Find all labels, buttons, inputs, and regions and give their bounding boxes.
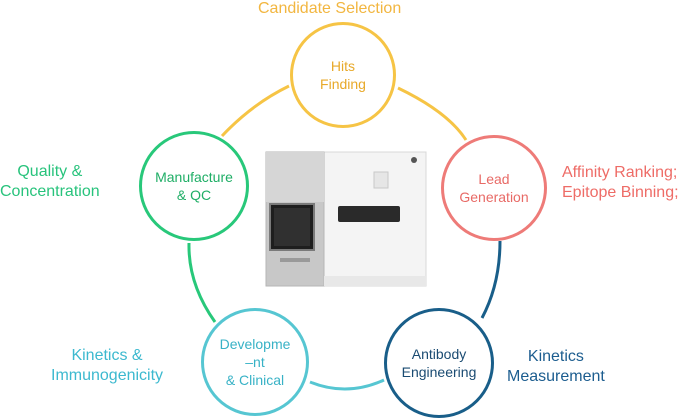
node-hits-finding: Hits Finding	[290, 22, 396, 128]
connector-manufacture-hits	[220, 84, 290, 138]
node-antibody-engineering-label: Antibody Engineering	[401, 345, 477, 380]
label-quality-concentration: Quality & Concentration	[0, 163, 100, 200]
label-kinetics-immunogenicity: Kinetics & Immunogenicity	[51, 347, 164, 384]
node-development-clinical-label: Developme –nt & Clinical	[219, 335, 291, 389]
node-manufacture-qc-label: Manufacture & QC	[155, 168, 233, 203]
node-manufacture-qc: Manufacture & QC	[139, 131, 249, 241]
node-lead-generation-label: Lead Generation	[459, 170, 529, 205]
node-hits-finding-label: Hits Finding	[320, 57, 366, 92]
label-kinetics-measurement: Kinetics Measurement	[507, 348, 605, 385]
connector-lead-antibody	[480, 240, 502, 319]
label-affinity-epitope: Affinity Ranking; Epitope Binning;	[562, 164, 679, 201]
connector-hits-lead	[397, 86, 468, 141]
node-development-clinical: Developme –nt & Clinical	[201, 308, 309, 416]
node-lead-generation: Lead Generation	[441, 135, 547, 241]
label-candidate-selection: Candidate Selection	[258, 0, 402, 17]
connector-development-manufacture	[187, 242, 217, 323]
connector-antibody-development	[309, 378, 385, 391]
node-antibody-engineering: Antibody Engineering	[384, 308, 494, 418]
instrument-image	[265, 151, 427, 287]
